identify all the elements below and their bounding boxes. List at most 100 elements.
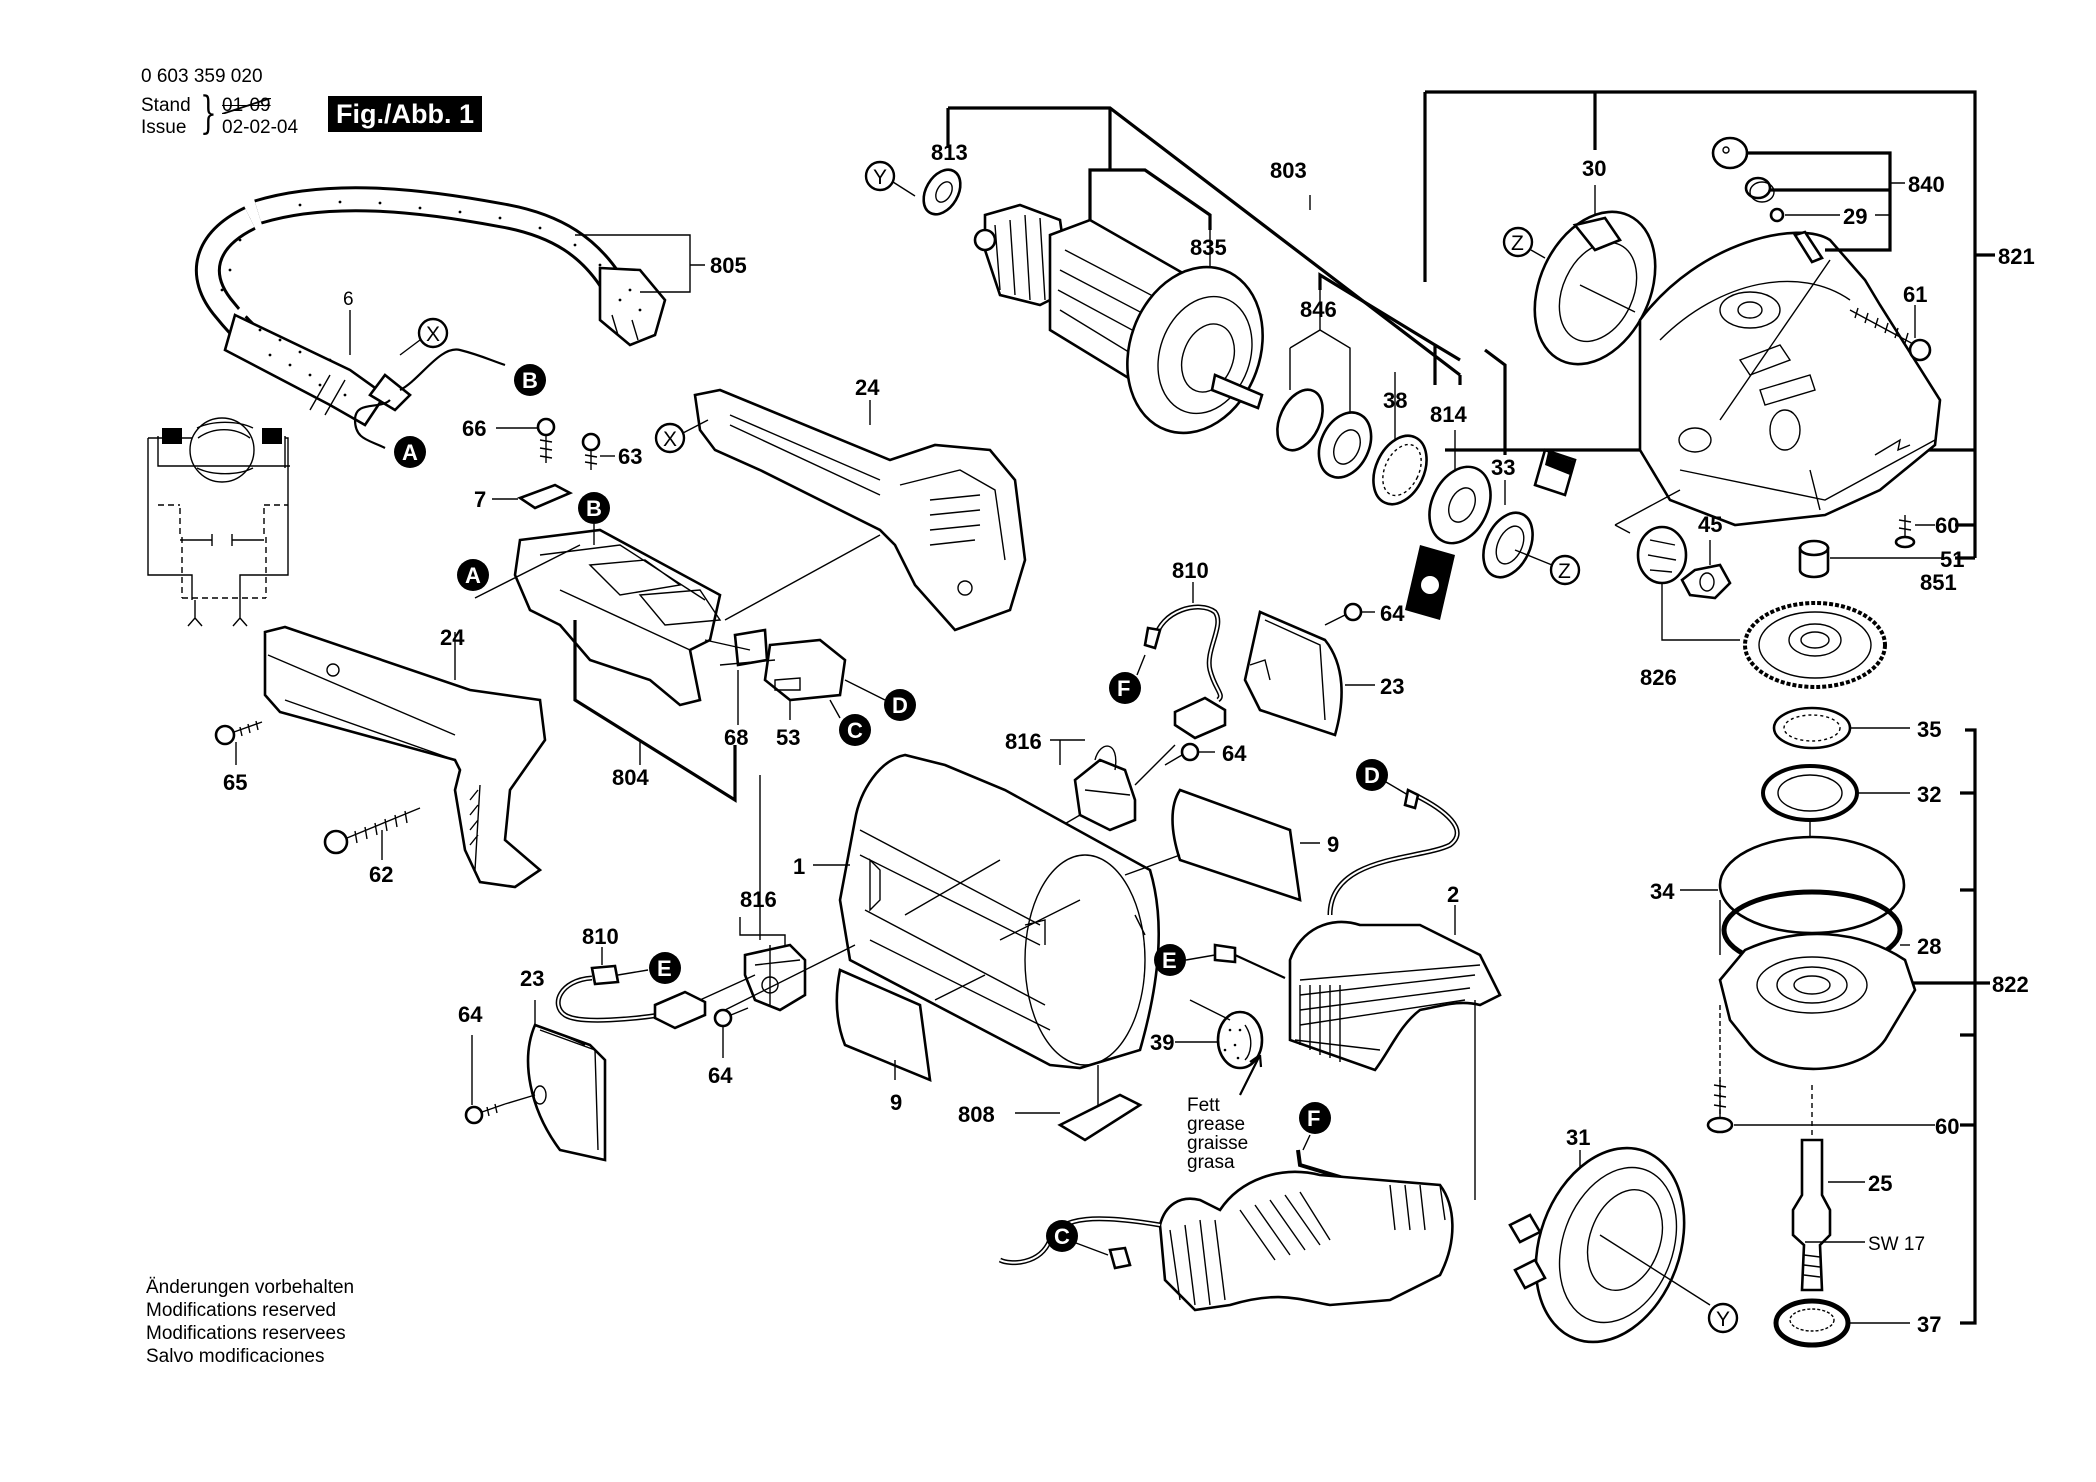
part-label-804: 804 [612, 765, 649, 790]
part-label-68: 68 [724, 725, 748, 750]
part-label-821: 821 [1998, 244, 2035, 269]
connector-marker-c-switch: C [839, 714, 871, 746]
part-label-37: 37 [1917, 1312, 1941, 1337]
connector-marker-b-cord: B [514, 364, 546, 396]
part-label-6: 6 [343, 289, 354, 310]
motor-housing-1 [838, 753, 1160, 1070]
modifications-note: Änderungen vorbehalten Modifications res… [146, 1276, 354, 1368]
part-label-51: 51 [1940, 547, 1964, 572]
brush-cover-23-lower [526, 1023, 607, 1162]
field-insulation-9-left [835, 968, 932, 1083]
footer-line-es: Salvo modificaciones [146, 1346, 325, 1367]
part-label-23-upper: 23 [1380, 674, 1404, 699]
retaining-ring [1276, 388, 1324, 452]
ring-34 [1718, 835, 1906, 935]
power-cord [194, 186, 667, 449]
connector-marker-b-switch: B [578, 492, 610, 524]
part-label-25: 25 [1868, 1171, 1892, 1196]
svg-text:X: X [663, 428, 677, 451]
part-label-9-right: 9 [1327, 832, 1339, 857]
part-label-35: 35 [1917, 717, 1941, 742]
screw-64-cover [1324, 602, 1363, 626]
part-label-64-upper: 64 [1222, 741, 1247, 766]
svg-text:Y: Y [1716, 1308, 1730, 1331]
part-label-64-cover: 64 [1380, 601, 1405, 626]
connector-marker-c-lower: C [1046, 1220, 1078, 1252]
connector-marker-d-field: D [1356, 759, 1388, 791]
svg-text:X: X [426, 323, 440, 346]
part-label-30: 30 [1582, 156, 1606, 181]
bearing-39 [1216, 1010, 1264, 1070]
insulation-808 [1057, 1093, 1143, 1142]
svg-text:A: A [465, 563, 481, 588]
document-number: 0 603 359 020 [141, 66, 263, 87]
part-label-63: 63 [618, 444, 642, 469]
issue-label: Issue [141, 117, 187, 138]
part-label-816-upper: 816 [1005, 729, 1042, 754]
part-label-835: 835 [1190, 235, 1227, 260]
part-label-803: 803 [1270, 158, 1307, 183]
grease-note-es: grasa [1187, 1152, 1235, 1173]
connector-marker-y-armature: Y [864, 160, 896, 192]
svg-text:F: F [1307, 1106, 1320, 1131]
svg-text:E: E [657, 956, 672, 981]
grease-arrow [1239, 1054, 1263, 1096]
part-label-62: 62 [369, 862, 393, 887]
screw-66 [536, 417, 556, 463]
connector-marker-y-baffle: Y [1707, 1302, 1739, 1334]
screw-64-lower-left [464, 1094, 536, 1125]
svg-text:C: C [847, 718, 863, 743]
bearing-plate [1405, 545, 1455, 620]
footer-line-fr: Modifications reservees [146, 1323, 346, 1344]
wrench-size-label: SW 17 [1868, 1234, 1925, 1255]
connector-marker-f-lower: F [1299, 1102, 1331, 1134]
gear-housing [1638, 231, 1942, 527]
bearing-flange [1718, 900, 1917, 1071]
pinion-826 [1636, 525, 1688, 585]
bearing-35 [1772, 706, 1852, 750]
svg-text:D: D [892, 693, 908, 718]
part-label-805: 805 [710, 253, 747, 278]
part-label-64-lower-left: 64 [458, 1002, 483, 1027]
part-label-822: 822 [1992, 972, 2029, 997]
cap-840 [1711, 136, 1749, 170]
brush-holder-816-upper [1073, 745, 1137, 832]
fan-baffle-30 [1533, 210, 1657, 366]
connector-marker-e-field: E [1154, 944, 1186, 976]
svg-text:A: A [402, 440, 418, 465]
brush-holder-816-lower [743, 943, 807, 1012]
part-label-24-upper: 24 [855, 375, 880, 400]
brush-insert [1533, 448, 1577, 497]
part-label-816-lower: 816 [740, 887, 777, 912]
connector-marker-f-upper: F [1109, 672, 1141, 704]
part-label-810-lower: 810 [582, 924, 619, 949]
stand-label: Stand [141, 95, 191, 116]
pin-840 [1792, 230, 1824, 264]
field-coil-2 [1288, 788, 1502, 1072]
handle-half-upper [693, 388, 1027, 632]
screw-62 [323, 807, 421, 855]
ring-29 [1769, 207, 1785, 223]
part-label-23-lower: 23 [520, 966, 544, 991]
stand-old-date: 01-09 [222, 95, 271, 116]
grease-note-de: Fett [1187, 1095, 1220, 1116]
svg-text:C: C [1054, 1224, 1070, 1249]
part-label-61: 61 [1903, 282, 1927, 307]
connector-marker-x-cord: X [417, 317, 449, 349]
brace-icon: } [200, 88, 217, 139]
part-label-840: 840 [1908, 172, 1945, 197]
part-label-45: 45 [1698, 512, 1722, 537]
armature [973, 203, 1264, 435]
svg-text:D: D [1364, 763, 1380, 788]
part-label-53: 53 [776, 725, 800, 750]
part-label-38: 38 [1383, 388, 1407, 413]
nut-37 [1773, 1298, 1851, 1348]
nut-45 [1680, 563, 1732, 600]
switch-assembly [513, 528, 847, 707]
svg-text:B: B [586, 496, 602, 521]
part-label-1: 1 [793, 854, 805, 879]
brush-cover-23-upper [1243, 610, 1343, 737]
footer-line-en: Modifications reserved [146, 1300, 337, 1321]
svg-text:E: E [1162, 948, 1177, 973]
